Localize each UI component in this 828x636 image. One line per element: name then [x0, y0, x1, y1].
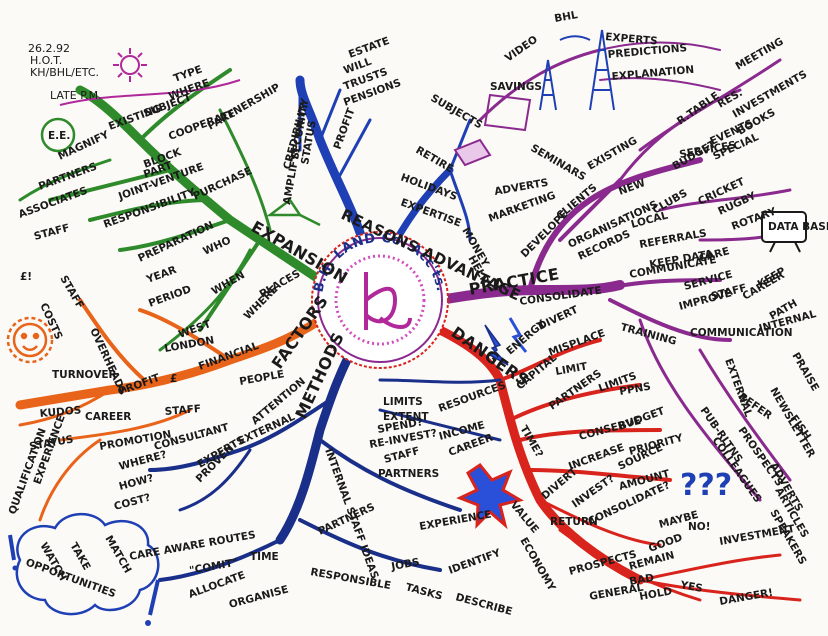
trumpet-icon [270, 200, 320, 225]
dangers-keyword: DANGER! [718, 587, 774, 608]
note-line-3: KH/BHL/ETC. [30, 66, 99, 79]
practice-keyword: CLIENTS [554, 182, 599, 223]
practice-keyword: MEETING [734, 36, 786, 73]
expansion-keyword: WHO [201, 234, 233, 257]
dangers-keyword: MISPLACE [547, 327, 607, 359]
expansion-keyword: PLACES [258, 268, 303, 301]
methods-keyword: HOW? [118, 472, 155, 493]
methods-keyword: EXPERIENCE [418, 508, 492, 532]
factors-keyword: PEOPLE [238, 368, 285, 388]
methods-keyword: ORGANISE [228, 583, 290, 610]
dangers-keyword: VALUE [508, 499, 541, 535]
reasons-keyword: SAVINGS [490, 81, 542, 93]
practice-keyword: CLUBS [651, 187, 690, 216]
dangers-keyword: HOLD [638, 585, 673, 603]
reasons-keyword: VIDEO [503, 33, 540, 64]
reasons-keyword: RETIRE [414, 144, 456, 175]
dangers-keyword: GENERAL [588, 582, 644, 603]
expansion-keyword: PREPARATION [136, 219, 215, 265]
expansion-keyword: STAFF [33, 222, 71, 243]
expansion-keyword: RESPONSIBILITY [102, 186, 198, 231]
practice-keyword: R.TABLE [675, 90, 722, 128]
expansion-keywords: WHEREPLACESWHENWHOWESTLONDONPERIODYEARPR… [17, 63, 303, 355]
reasons-keyword: TRANSMIT [0, 0, 62, 3]
dangers-keyword: INVEST? [570, 473, 617, 511]
dangers-keyword: LIMIT [554, 360, 589, 378]
dangers-keyword: INCREASE [567, 442, 626, 473]
reasons-keyword: PROFIT [332, 106, 358, 151]
factors-keyword: £! [20, 271, 32, 283]
factors-keyword: £ [170, 373, 177, 385]
factors-keyword: CAREER [85, 411, 131, 423]
methods-keyword: DESCRIBE [454, 591, 513, 618]
methods-keyword: TASKS [404, 581, 444, 602]
methods-keyword: IDENTIFY [447, 547, 503, 577]
methods-keyword: COST? [113, 492, 152, 513]
factors-keyword: STAFF [164, 403, 201, 418]
methods-keyword: RESOURCES [437, 379, 508, 414]
practice-keyword: PREDICTIONS [607, 42, 687, 61]
reasons-keyword: SUBJECTS [429, 92, 485, 131]
expansion-keyword: PERIOD [147, 283, 193, 310]
radio-tower-icon [540, 30, 614, 110]
exclamation-icon-2 [150, 580, 158, 615]
factors-keyword: TURNOVER [52, 369, 117, 381]
dangers-keyword: NO! [688, 521, 711, 533]
factors-keyword: OPPORTUNITIES [24, 557, 117, 601]
methods-keyword: TIME [250, 551, 279, 563]
expansion-keyword: YEAR [144, 264, 178, 286]
reasons-keyword: BHL [553, 9, 579, 25]
factors-keyword: STAFF [57, 274, 86, 312]
expansion-keyword: E.E. [48, 130, 70, 142]
practice-keyword: DATA BASE [768, 221, 828, 233]
methods-keyword: STAFF [383, 445, 421, 466]
exclamation-icon [10, 535, 14, 560]
expansion-keyword: PARTNERS [37, 161, 99, 193]
expansion-keyword: PARTNERSHIP [206, 81, 283, 132]
dangers-keyword: INVESTMENT [718, 523, 796, 548]
dangers-keyword: ECONOMY [517, 536, 557, 594]
practice-keyword: REFERRALS [638, 227, 707, 251]
methods-keyword: LIMITS [383, 396, 423, 408]
note-line-4: LATE P.M. [50, 89, 102, 102]
practice-keyword: PRAISE [789, 351, 821, 394]
expansion-keyword: ASSOCIATES [17, 185, 89, 221]
practice-keyword: SEMINARS [529, 142, 588, 183]
dangers-keyword: ??? [680, 468, 732, 503]
methods-keyword: RESPONSIBLE [309, 566, 391, 592]
expansion-keyword: WHEN [210, 269, 247, 298]
smiling-face-icon [8, 318, 52, 362]
dangers-keyword: YES [678, 579, 703, 595]
methods-keyword: PARTNERS [378, 468, 439, 480]
dangers-keyword: RETURN [550, 516, 598, 528]
factors-keyword: TAKE [67, 541, 92, 573]
date-notes: 26.2.92 H.O.T. KH/BHL/ETC. LATE P.M. [28, 42, 102, 102]
practice-keyword: EXPLANATION [611, 64, 694, 83]
